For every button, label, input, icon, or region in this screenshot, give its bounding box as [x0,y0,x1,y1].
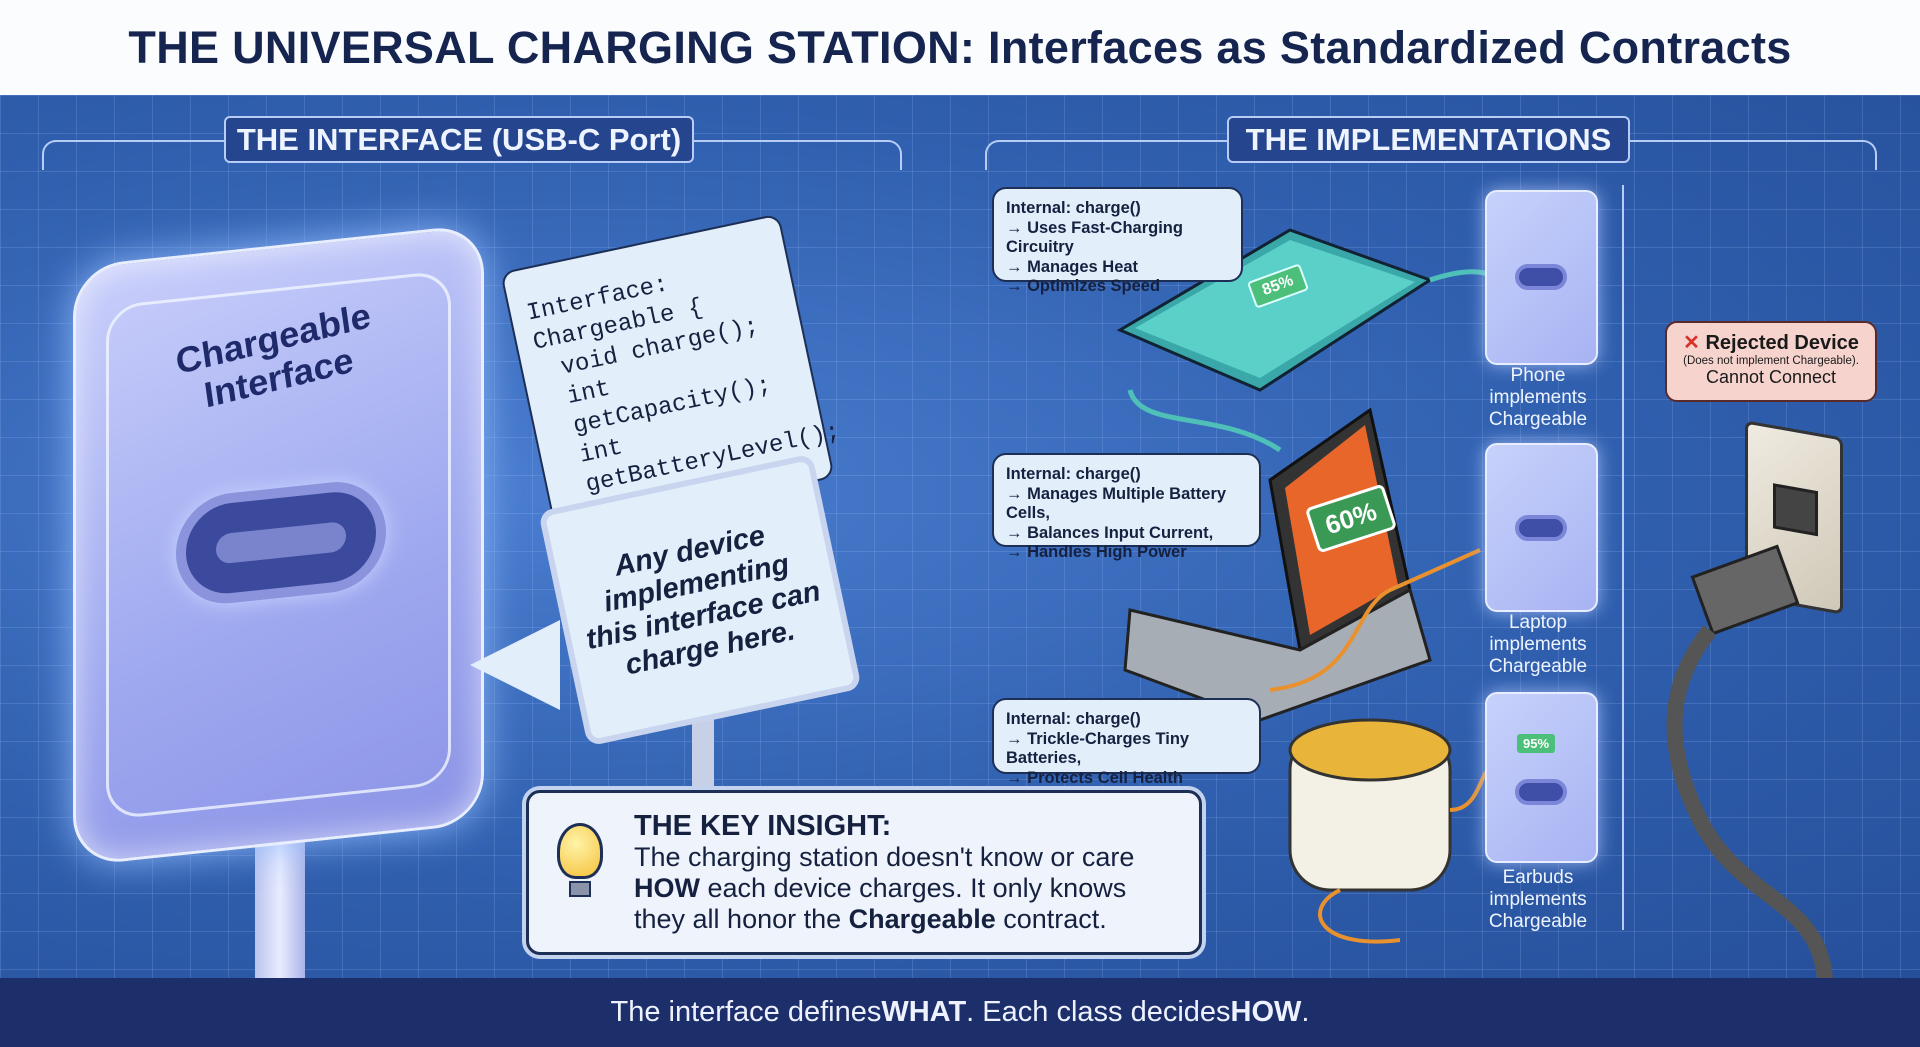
usb-c-slot-icon [1515,264,1567,290]
key-insight-box: THE KEY INSIGHT: The charging station do… [526,790,1202,955]
earbuds-port: 95% [1485,692,1598,863]
key-insight-heading: THE KEY INSIGHT: [634,810,892,842]
rejected-subtitle: (Does not implement Chargeable). [1683,355,1859,367]
rejected-status: Cannot Connect [1705,367,1837,387]
lightbulb-icon [557,823,603,879]
rejected-device-bubble: ✕ Rejected Device (Does not implement Ch… [1665,321,1877,402]
earbuds-battery-badge: 95% [1517,734,1556,753]
laptop-charge-bubble: Internal: charge() → Manages Multiple Ba… [992,453,1261,561]
phone-charge-bubble: Internal: charge() → Uses Fast-Charging … [992,187,1243,295]
left-section-header: THE INTERFACE (USB-C Port) [224,116,694,163]
devices-illustration [1116,228,1492,944]
right-section-header: THE IMPLEMENTATIONS [1227,116,1630,163]
arrow-left-icon [470,620,560,710]
chargeable-interface-device: Chargeable Interface [73,223,484,867]
laptop-port-label: Laptop implements Chargeable [1488,612,1588,677]
rejected-cable [1666,544,1833,980]
laptop-port [1485,443,1598,612]
footer-caption: The interface defines WHAT. Each class d… [0,978,1920,1047]
key-insight-text: The charging station doesn't know or car… [634,842,1135,934]
divider [1622,185,1624,930]
usb-c-slot-icon [1515,515,1567,541]
earbuds-charge-bubble: Internal: charge() → Trickle-Charges Tin… [992,698,1261,787]
phone-port [1485,190,1598,365]
usb-c-slot-icon [1515,779,1567,805]
phone-port-label: Phone implements Chargeable [1488,365,1588,430]
page-title: THE UNIVERSAL CHARGING STATION: Interfac… [0,0,1920,95]
x-icon: ✕ [1683,332,1706,354]
lightbulb-base [569,881,591,897]
earbuds-case-illustration [1288,718,1491,944]
sign-text: Any device implementing this interface c… [583,519,824,682]
rejected-title: Rejected Device [1705,332,1859,354]
earbuds-port-label: Earbuds implements Chargeable [1488,867,1588,932]
